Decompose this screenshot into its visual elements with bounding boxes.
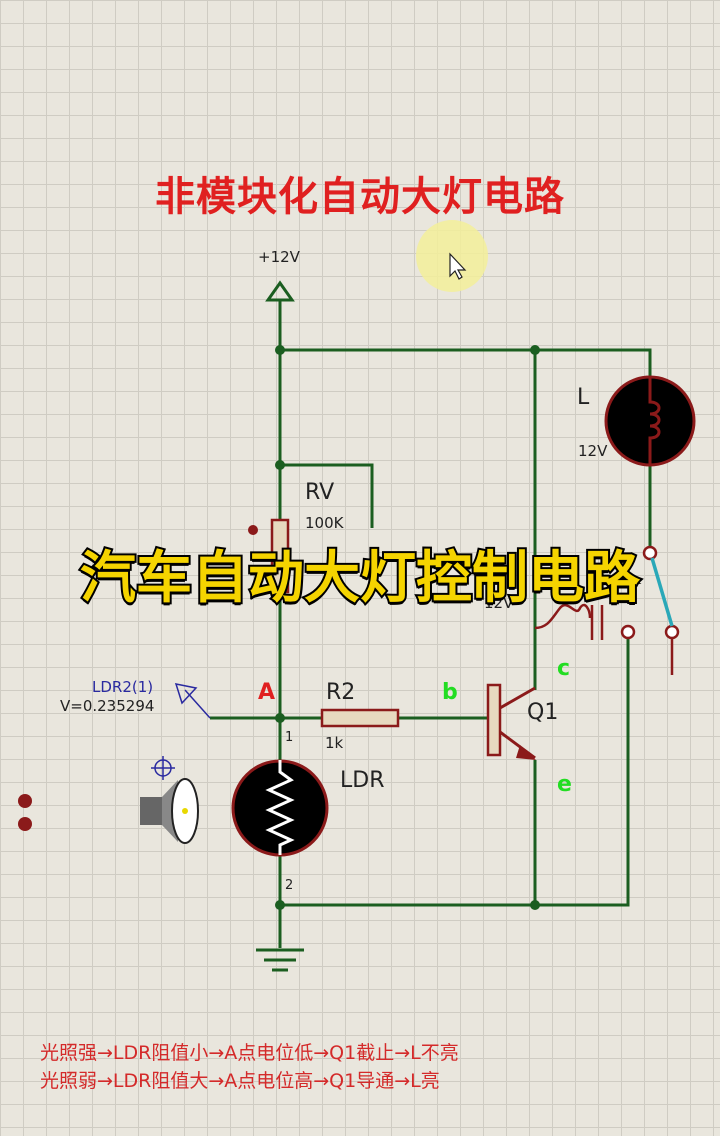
light-source-icon [140,756,199,844]
left-pin-markers [18,794,32,831]
resistor-name: R2 [326,680,356,705]
ground-icon [256,948,304,972]
pot-value: 100K [305,514,344,532]
mouse-cursor-icon [449,252,467,280]
supply-arrow-icon [265,280,295,350]
relay-switch-contact [650,557,674,627]
node-b-label: b [442,680,458,705]
transistor-name: Q1 [527,700,559,725]
relay-symbol [534,545,680,675]
ldr-pin-2: 2 [285,878,294,893]
lamp-symbol [604,375,696,467]
lamp-name: L [577,385,590,410]
relay-value: 12V [484,594,514,612]
transistor-q1-symbol [486,683,536,760]
voltage-probe-icon [174,683,211,719]
wires [210,348,652,948]
resistor-r2-symbol [320,708,400,728]
probe-reading: V=0.235294 [60,697,155,715]
ldr-name: LDR [340,768,385,793]
description-line-1: 光照强→LDR阻值小→A点电位低→Q1截止→L不亮 [40,1042,459,1064]
supply-label: +12V [258,248,300,266]
lamp-value: 12V [578,442,608,460]
ldr-symbol [231,759,329,857]
potentiometer-symbol [248,518,290,594]
node-a-label: A [258,680,276,705]
resistor-value: 1k [325,734,344,752]
pot-name: RV [305,480,335,505]
diagram-title: 非模块化自动大灯电路 [155,174,565,220]
node-e-label: e [557,772,572,797]
probe-name: LDR2(1) [92,678,154,696]
banner-title: 汽车自动大灯控制电路 [78,544,642,613]
description-line-2: 光照弱→LDR阻值大→A点电位高→Q1导通→L亮 [40,1070,440,1092]
junction-dots [275,345,540,910]
ldr-pin-1: 1 [285,730,294,745]
node-c-label: c [557,656,571,681]
